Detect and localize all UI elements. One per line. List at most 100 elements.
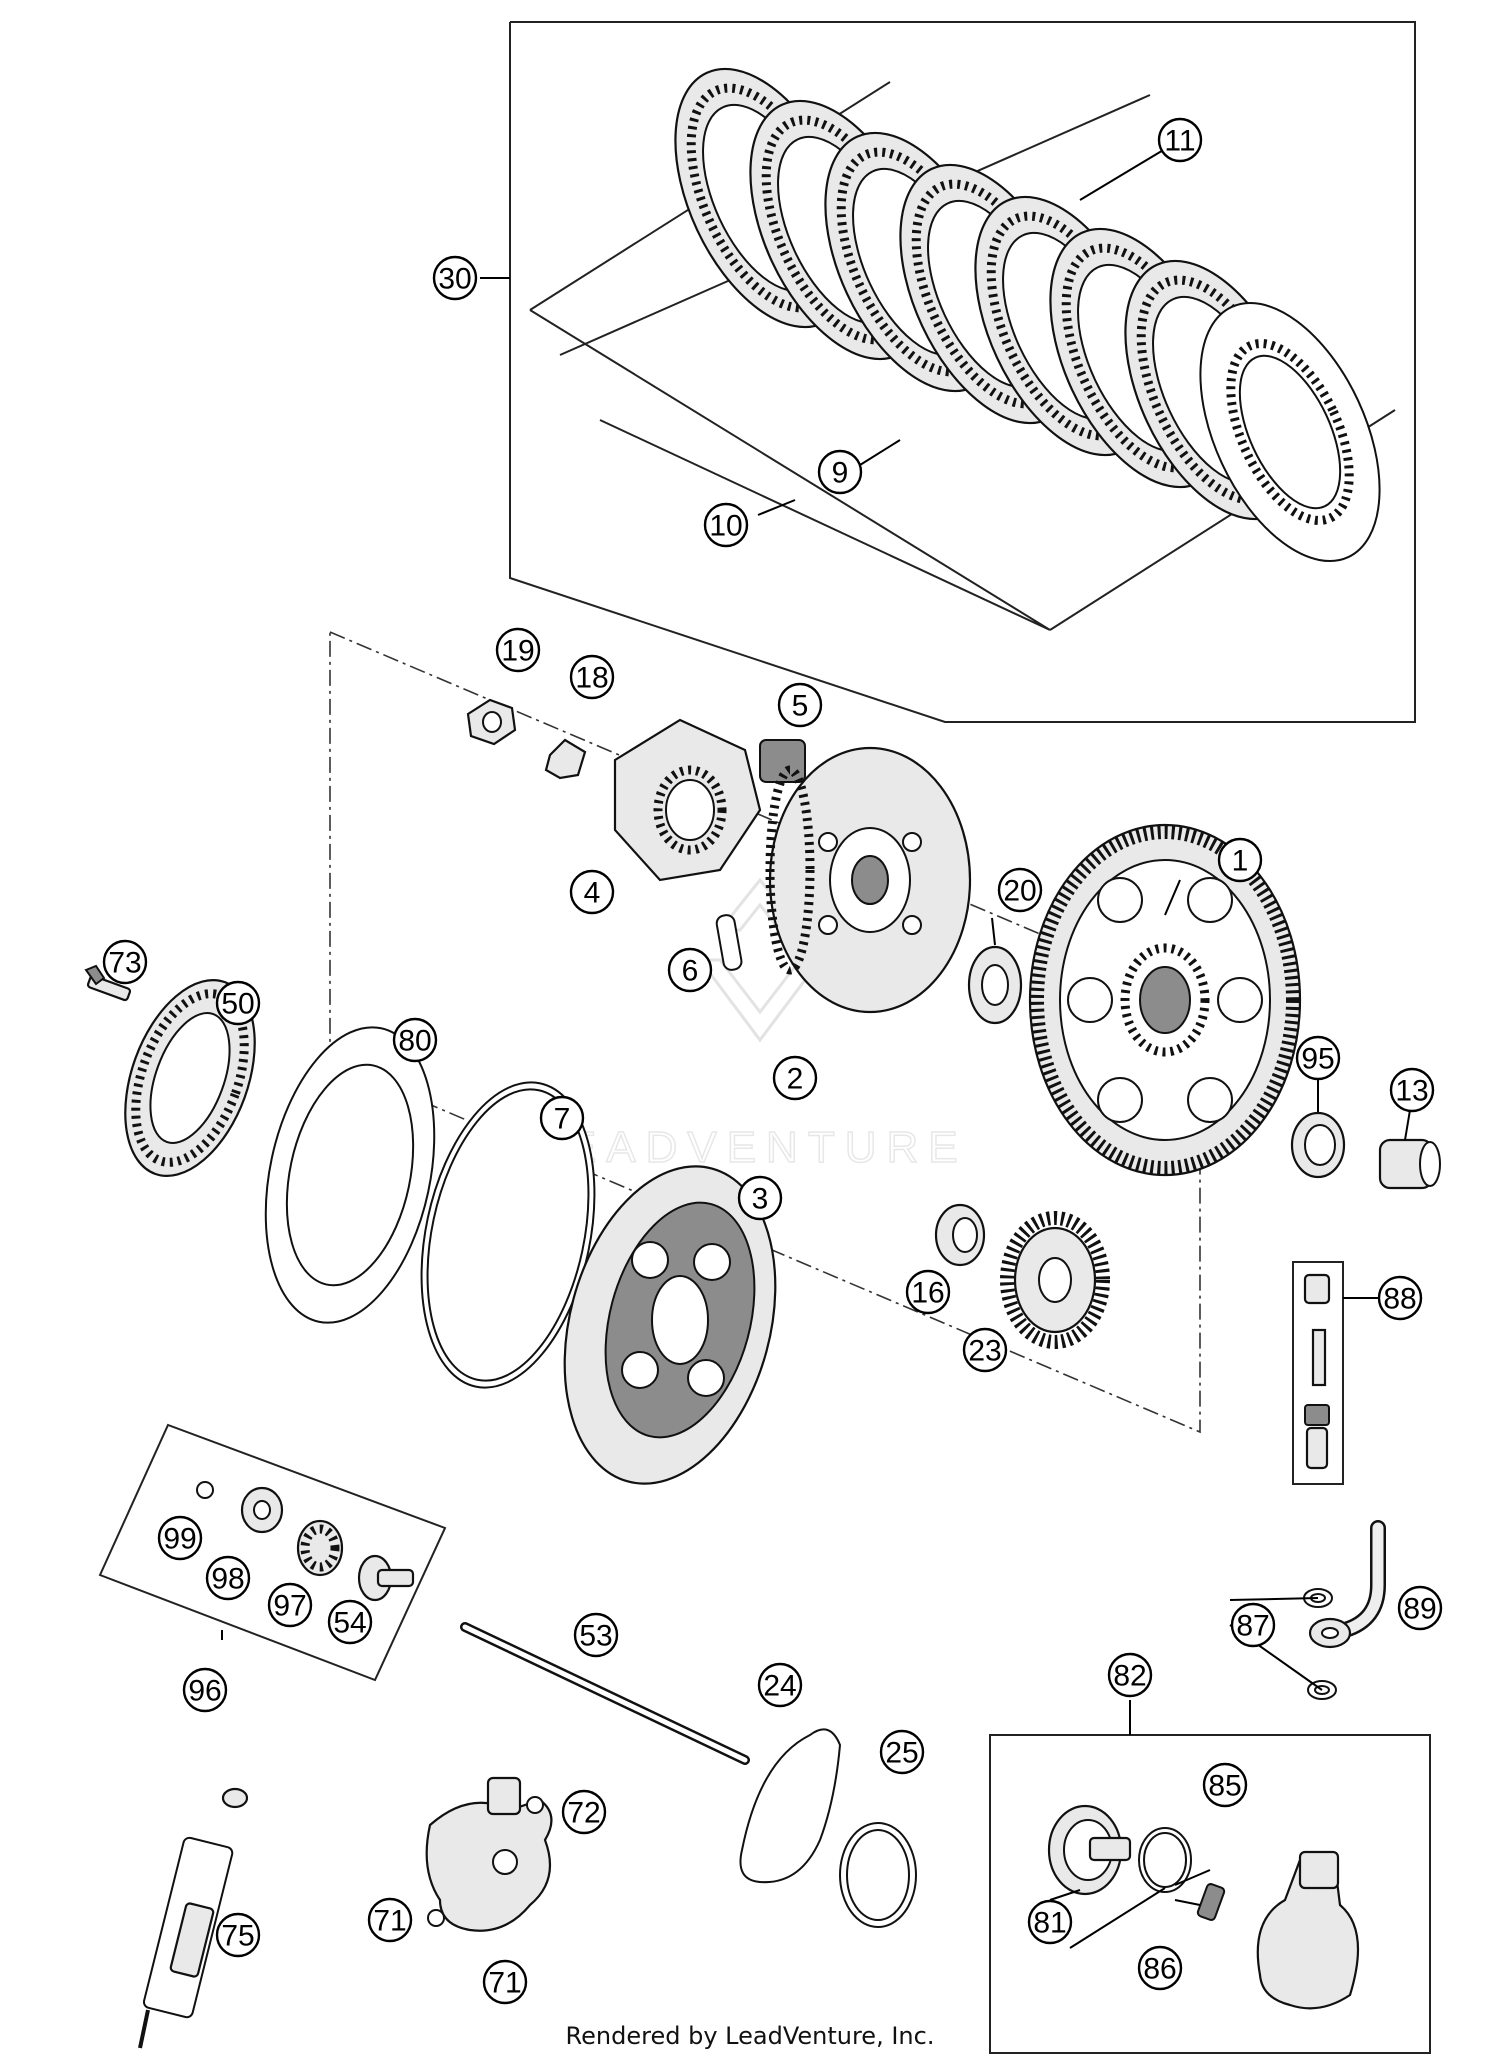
part-25-o-ring [839, 1822, 917, 1928]
svg-text:7: 7 [554, 1103, 571, 1136]
part-50-bearing-disc [124, 979, 256, 1177]
callout-54: 54 [327, 1599, 373, 1645]
callout-99: 99 [157, 1515, 203, 1561]
svg-text:16: 16 [911, 1277, 944, 1310]
svg-text:89: 89 [1403, 1593, 1436, 1626]
part-6-pin [715, 914, 743, 971]
svg-text:9: 9 [832, 457, 849, 490]
svg-text:18: 18 [575, 662, 608, 695]
callout-9: 9 [817, 449, 863, 495]
callout-50: 50 [215, 980, 261, 1026]
callout-81: 81 [1027, 1899, 1073, 1945]
callout-25: 25 [879, 1729, 925, 1775]
svg-text:81: 81 [1033, 1907, 1066, 1940]
callout-71-lower: 71 [482, 1959, 528, 2005]
svg-text:25: 25 [885, 1737, 918, 1770]
part-1-clutch-basket-gear [1028, 823, 1302, 1177]
part-75-grease-syringe [138, 1787, 249, 2049]
callout-6: 6 [667, 947, 713, 993]
callout-82: 82 [1107, 1652, 1153, 1698]
part-72-slave-cylinder [425, 1776, 553, 1932]
svg-text:3: 3 [752, 1183, 769, 1216]
callout-30: 30 [432, 255, 478, 301]
part-16-bushing [934, 1203, 986, 1267]
svg-text:30: 30 [438, 263, 471, 296]
callout-11: 11 [1157, 117, 1203, 163]
callout-88: 88 [1377, 1275, 1423, 1321]
svg-text:71: 71 [373, 1905, 406, 1938]
part-95-bushing [1290, 1111, 1346, 1179]
part-73-bolt [84, 964, 132, 1002]
part-7-o-ring [420, 1081, 596, 1389]
callout-85: 85 [1202, 1762, 1248, 1808]
callout-1: 1 [1217, 837, 1263, 883]
part-4-pressure-cap [613, 718, 762, 882]
callout-19: 19 [495, 627, 541, 673]
svg-text:98: 98 [211, 1563, 244, 1596]
part-23-gear [1000, 1211, 1110, 1349]
svg-text:2: 2 [787, 1063, 804, 1096]
part-80-shim-disc [264, 1026, 436, 1324]
render-credit: Rendered by LeadVenture, Inc. [565, 2022, 935, 2050]
callout-13: 13 [1389, 1067, 1435, 1113]
svg-text:85: 85 [1208, 1770, 1241, 1803]
callout-96: 96 [182, 1667, 228, 1713]
callout-10: 10 [703, 502, 749, 548]
callout-75: 75 [215, 1912, 261, 1958]
svg-text:20: 20 [1003, 875, 1036, 908]
callout-53: 53 [573, 1612, 619, 1658]
svg-text:86: 86 [1143, 1953, 1176, 1986]
callout-87: 87 [1230, 1602, 1276, 1648]
svg-text:24: 24 [763, 1670, 796, 1703]
svg-text:96: 96 [188, 1675, 221, 1708]
part-89-banjo-fitting [1308, 1520, 1386, 1649]
clutch-plate-stack [674, 67, 1381, 563]
callout-72: 72 [561, 1789, 607, 1835]
part-13-sleeve [1378, 1138, 1441, 1190]
svg-text:82: 82 [1113, 1660, 1146, 1693]
callout-2: 2 [772, 1055, 818, 1101]
leadventure-watermark-logo: LEADVENTURE [532, 877, 967, 1173]
part-96-kit-box [98, 1423, 447, 1682]
svg-text:71: 71 [488, 1967, 521, 2000]
callout-18: 18 [569, 654, 615, 700]
svg-text:1: 1 [1232, 845, 1249, 878]
callout-7: 7 [539, 1095, 585, 1141]
svg-text:19: 19 [501, 635, 534, 668]
svg-text:72: 72 [567, 1797, 600, 1830]
svg-text:13: 13 [1395, 1075, 1428, 1108]
part-20-washer [967, 945, 1023, 1025]
svg-text:97: 97 [273, 1590, 306, 1623]
svg-text:95: 95 [1301, 1043, 1334, 1076]
callout-5: 5 [777, 682, 823, 728]
callout-71-upper: 71 [367, 1897, 413, 1943]
callout-98: 98 [205, 1555, 251, 1601]
part-88-bleeder-box [1292, 1261, 1378, 1485]
svg-text:11: 11 [1164, 125, 1195, 158]
part-24-gasket [739, 1728, 842, 1884]
callout-80: 80 [392, 1017, 438, 1063]
callout-95: 95 [1295, 1035, 1341, 1081]
part-19-nut [466, 698, 517, 746]
callout-16: 16 [905, 1269, 951, 1315]
svg-text:4: 4 [584, 877, 601, 910]
callout-20: 20 [997, 867, 1043, 913]
svg-text:88: 88 [1383, 1283, 1416, 1316]
svg-text:75: 75 [221, 1920, 254, 1953]
svg-text:99: 99 [163, 1523, 196, 1556]
part-2-inner-hub [765, 746, 972, 1014]
callout-97: 97 [267, 1582, 313, 1628]
part-3-pressure-plate [563, 1165, 777, 1485]
callout-23: 23 [962, 1327, 1008, 1373]
svg-text:87: 87 [1236, 1610, 1269, 1643]
svg-text:5: 5 [792, 690, 809, 723]
part-5-damper [759, 739, 806, 783]
watermark-text: LEADVENTURE [532, 1123, 967, 1172]
callout-3: 3 [737, 1175, 783, 1221]
svg-text:6: 6 [682, 955, 699, 988]
svg-text:53: 53 [579, 1620, 612, 1653]
part-82-slave-cylinder-box [989, 1700, 1431, 2054]
svg-text:50: 50 [221, 988, 254, 1021]
svg-text:80: 80 [398, 1025, 431, 1058]
